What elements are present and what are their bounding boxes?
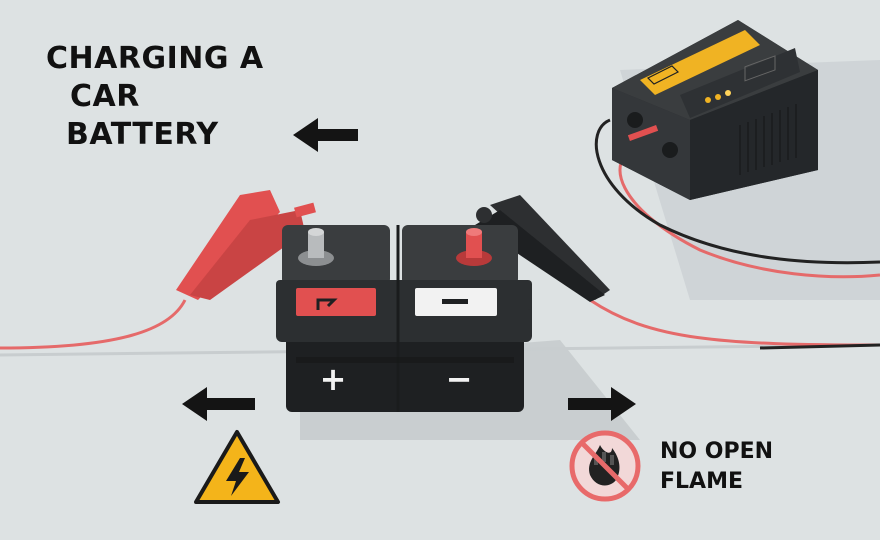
warning-line-2: FLAME bbox=[660, 469, 743, 494]
lightning-hazard-icon bbox=[194, 430, 280, 504]
warning-line-1: NO OPEN bbox=[660, 439, 774, 464]
arrow-right-icon bbox=[568, 387, 636, 421]
title-line-2: CAR bbox=[70, 79, 140, 114]
title-line-3: BATTERY bbox=[66, 117, 219, 152]
positive-symbol: + bbox=[320, 360, 347, 398]
cable-red-left bbox=[0, 299, 187, 350]
no-flame-icon bbox=[569, 430, 641, 502]
title-line-1: CHARGING A bbox=[46, 41, 264, 76]
arrow-left-icon bbox=[293, 118, 358, 152]
cable-black-to-charger bbox=[594, 118, 880, 350]
diagram-title: CHARGING A CAR BATTERY bbox=[46, 40, 264, 154]
arrow-left-icon bbox=[182, 387, 255, 421]
red-clamp-icon bbox=[176, 190, 316, 300]
no-open-flame-label: NO OPEN FLAME bbox=[660, 437, 773, 497]
negative-symbol: − bbox=[446, 360, 473, 398]
battery-icon bbox=[276, 225, 532, 412]
cable-red-to-charger bbox=[589, 143, 880, 347]
charger-icon bbox=[612, 20, 818, 200]
